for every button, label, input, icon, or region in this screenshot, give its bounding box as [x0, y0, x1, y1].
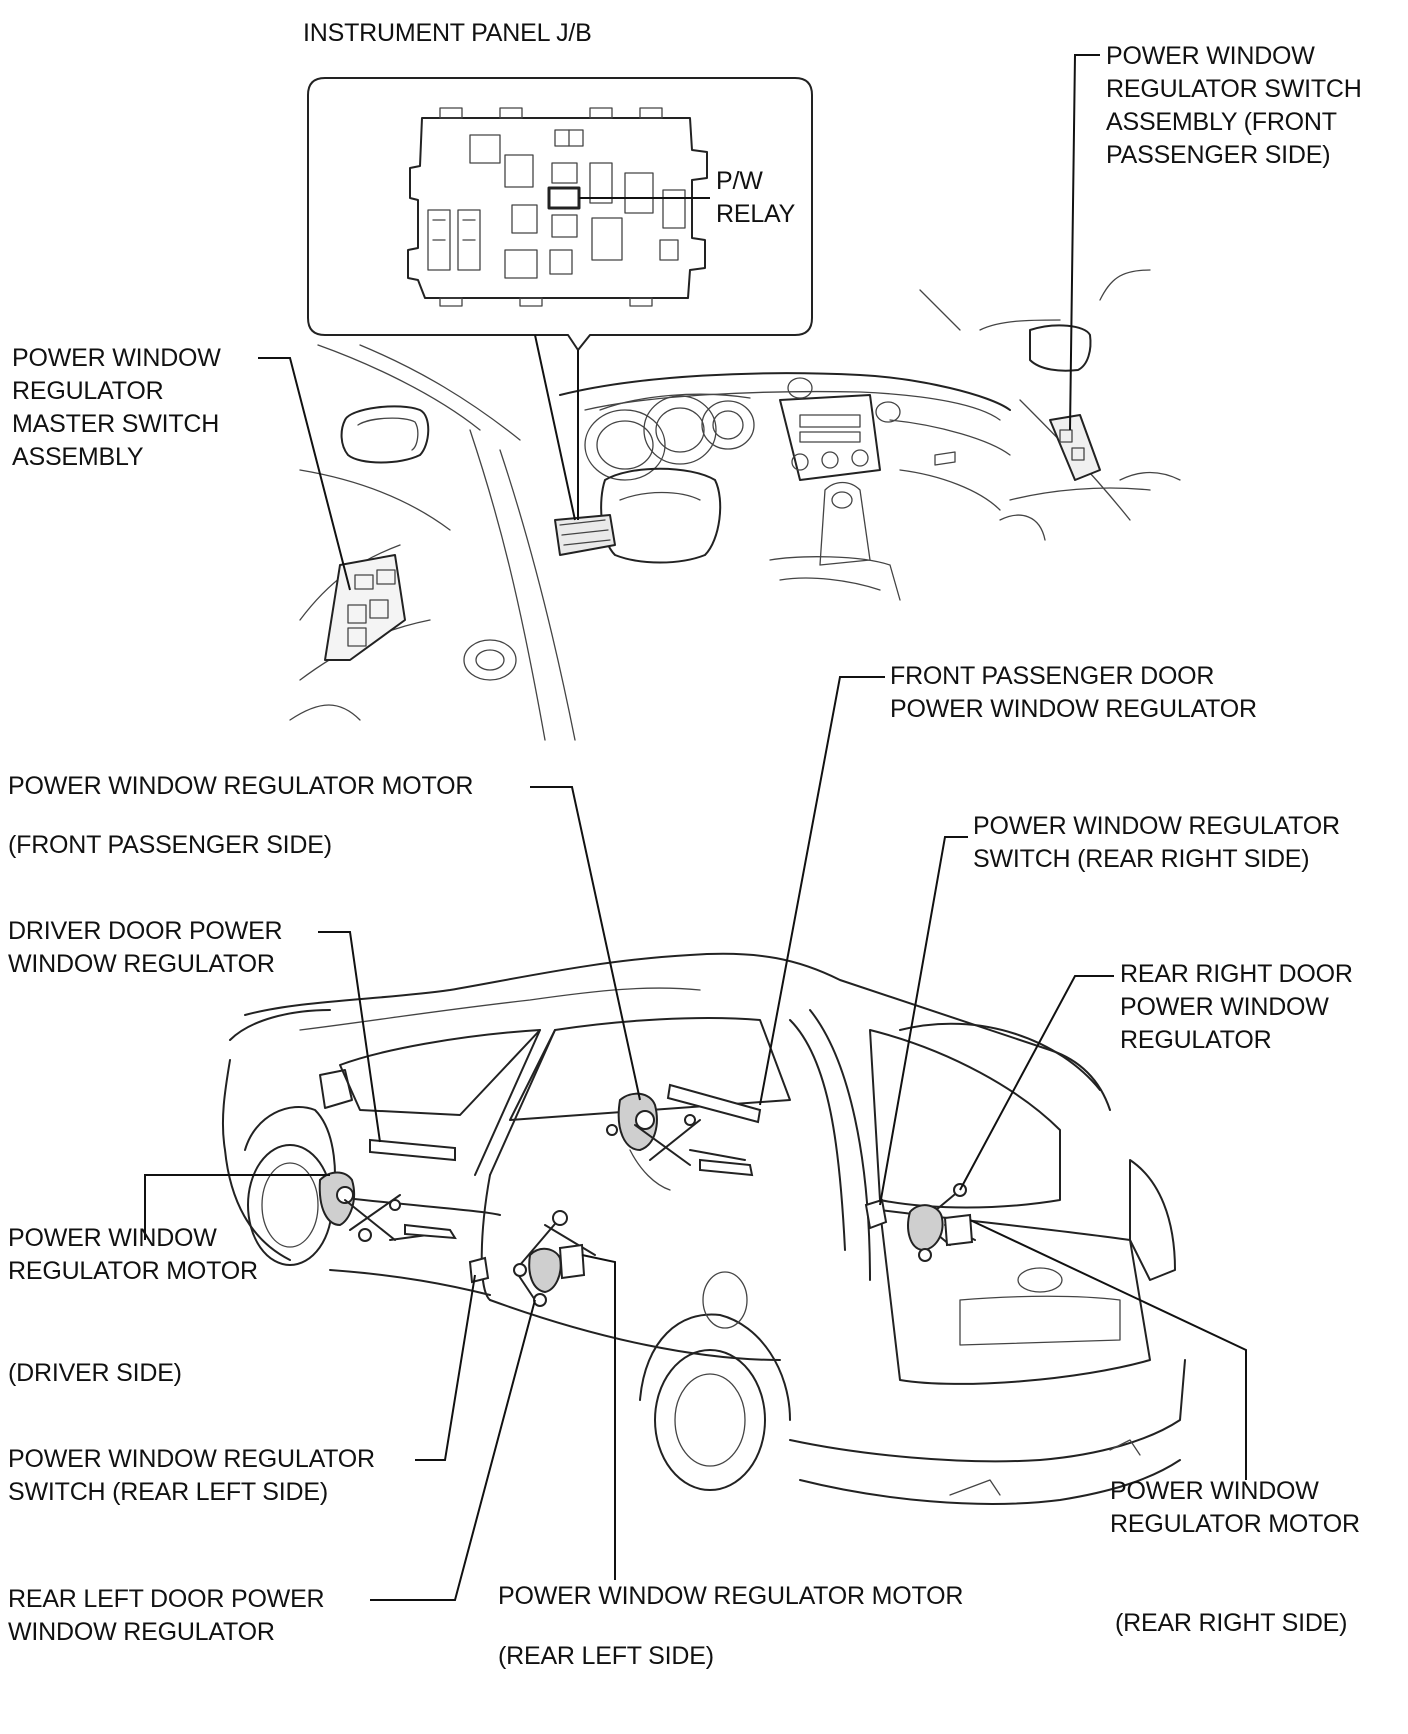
- motor-rear-right-line-1: POWER WINDOW: [1110, 1477, 1319, 1505]
- motor-rear-left-line-2: (REAR LEFT SIDE): [498, 1642, 714, 1670]
- leader-lines: [144, 54, 1247, 1601]
- motor-driver-line-3: (DRIVER SIDE): [8, 1359, 182, 1387]
- master-switch-label: POWER WINDOW REGULATOR MASTER SWITCH ASS…: [12, 342, 221, 474]
- junction-block-inset: [307, 77, 813, 351]
- jb-title-text: INSTRUMENT PANEL J/B: [303, 19, 592, 47]
- front-passenger-switch-line-4: PASSENGER SIDE): [1106, 141, 1331, 169]
- rear-right-switch-label: POWER WINDOW REGULATOR SWITCH (REAR RIGH…: [973, 810, 1340, 876]
- motor-front-passenger-line-1: POWER WINDOW REGULATOR MOTOR: [8, 772, 474, 800]
- rear-right-switch: [864, 1198, 888, 1230]
- front-passenger-switch-label: POWER WINDOW REGULATOR SWITCH ASSEMBLY (…: [1106, 40, 1362, 172]
- motor-front-passenger-side-label: (FRONT PASSENGER SIDE): [8, 829, 332, 862]
- rear-right-switch-line-2: SWITCH (REAR RIGHT SIDE): [973, 845, 1310, 873]
- motor-rear-left-line-1: POWER WINDOW REGULATOR MOTOR: [498, 1582, 964, 1610]
- rear-right-regulator-line-1: REAR RIGHT DOOR: [1120, 960, 1353, 988]
- pw-relay-line-2: RELAY: [716, 200, 796, 228]
- vehicle-drawing: [221, 952, 1186, 1505]
- front-passenger-regulator-line-2: POWER WINDOW REGULATOR: [890, 695, 1257, 723]
- motor-rear-right-line-3: (REAR RIGHT SIDE): [1115, 1609, 1348, 1637]
- rear-left-switch-line-2: SWITCH (REAR LEFT SIDE): [8, 1478, 328, 1506]
- rear-left-regulator-label: REAR LEFT DOOR POWER WINDOW REGULATOR: [8, 1583, 325, 1649]
- front-passenger-switch-line-3: ASSEMBLY (FRONT: [1106, 108, 1337, 136]
- motor-driver-label: POWER WINDOW REGULATOR MOTOR: [8, 1222, 258, 1288]
- rear-left-switch-label: POWER WINDOW REGULATOR SWITCH (REAR LEFT…: [8, 1443, 375, 1509]
- driver-regulator-label: DRIVER DOOR POWER WINDOW REGULATOR: [8, 915, 283, 981]
- front-passenger-regulator-line-1: FRONT PASSENGER DOOR: [890, 662, 1215, 690]
- front-passenger-switch-line-2: REGULATOR SWITCH: [1106, 75, 1362, 103]
- rear-right-regulator-line-3: REGULATOR: [1120, 1026, 1272, 1054]
- motor-front-passenger-label: POWER WINDOW REGULATOR MOTOR: [8, 770, 473, 803]
- motor-rear-left-label: POWER WINDOW REGULATOR MOTOR: [498, 1580, 963, 1613]
- rear-left-regulator-line-1: REAR LEFT DOOR POWER: [8, 1585, 325, 1613]
- motor-rear-right-label: POWER WINDOW REGULATOR MOTOR: [1110, 1475, 1360, 1541]
- driver-regulator-line-2: WINDOW REGULATOR: [8, 950, 275, 978]
- master-switch-line-2: REGULATOR: [12, 377, 164, 405]
- rear-right-regulator-label: REAR RIGHT DOOR POWER WINDOW REGULATOR: [1120, 958, 1353, 1057]
- rear-left-switch-line-1: POWER WINDOW REGULATOR: [8, 1445, 375, 1473]
- motor-front-passenger-line-2: (FRONT PASSENGER SIDE): [8, 831, 332, 859]
- motor-rear-right-side-label: (REAR RIGHT SIDE): [1115, 1607, 1347, 1640]
- front-passenger-regulator-label: FRONT PASSENGER DOOR POWER WINDOW REGULA…: [890, 660, 1257, 726]
- motor-driver-line-1: POWER WINDOW: [8, 1224, 217, 1252]
- jb-title-label: INSTRUMENT PANEL J/B: [303, 17, 592, 50]
- rear-right-regulator-line-2: POWER WINDOW: [1120, 993, 1329, 1021]
- pw-relay-label: P/W RELAY: [716, 165, 795, 231]
- motor-rear-right-line-2: REGULATOR MOTOR: [1110, 1510, 1360, 1538]
- rear-left-switch: [468, 1256, 490, 1284]
- rear-left-regulator-line-2: WINDOW REGULATOR: [8, 1618, 275, 1646]
- motor-driver-line-2: REGULATOR MOTOR: [8, 1257, 258, 1285]
- front-passenger-regulator: [606, 1083, 762, 1191]
- driver-door-regulator: [318, 1138, 457, 1242]
- front-passenger-switch-line-1: POWER WINDOW: [1106, 42, 1315, 70]
- rear-right-switch-line-1: POWER WINDOW REGULATOR: [973, 812, 1340, 840]
- rear-left-regulator: [513, 1210, 596, 1307]
- master-switch-line-1: POWER WINDOW: [12, 344, 221, 372]
- motor-driver-side-label: (DRIVER SIDE): [8, 1357, 182, 1390]
- driver-regulator-line-1: DRIVER DOOR POWER: [8, 917, 283, 945]
- rear-right-regulator: [907, 1183, 976, 1262]
- master-switch-line-3: MASTER SWITCH: [12, 410, 220, 438]
- master-switch-line-4: ASSEMBLY: [12, 443, 144, 471]
- motor-rear-left-side-label: (REAR LEFT SIDE): [498, 1640, 714, 1673]
- pw-relay-line-1: P/W: [716, 167, 763, 195]
